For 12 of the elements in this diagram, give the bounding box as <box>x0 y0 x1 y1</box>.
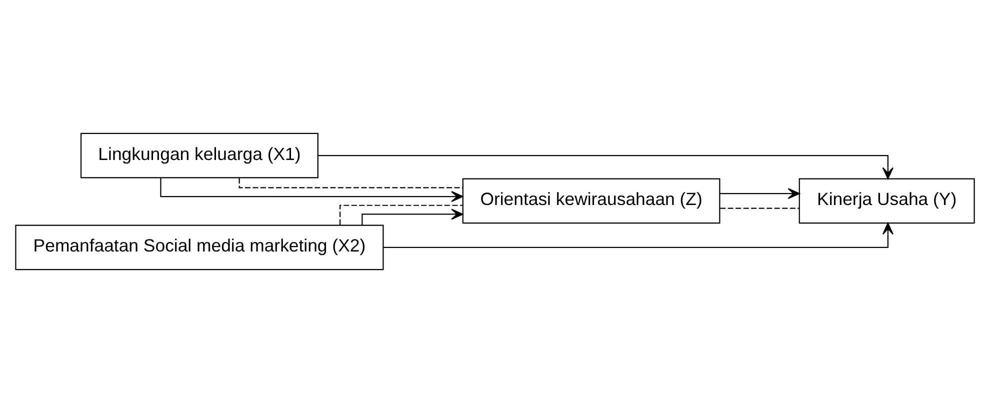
arrow <box>160 177 464 202</box>
connector <box>339 204 463 224</box>
node-box: Orientasi kewirausahaan (Z) <box>462 178 720 224</box>
connector <box>238 177 463 188</box>
arrow <box>318 154 894 179</box>
node-box: Kinerja Usaha (Y) <box>798 178 975 224</box>
node-box: Lingkungan keluarga (X1) <box>80 132 318 178</box>
arrow <box>384 222 894 248</box>
node-box: Pemanfaatan Social media marketing (X2) <box>15 224 384 270</box>
connector <box>720 207 800 208</box>
arrow <box>720 188 800 199</box>
arrow <box>362 208 464 225</box>
